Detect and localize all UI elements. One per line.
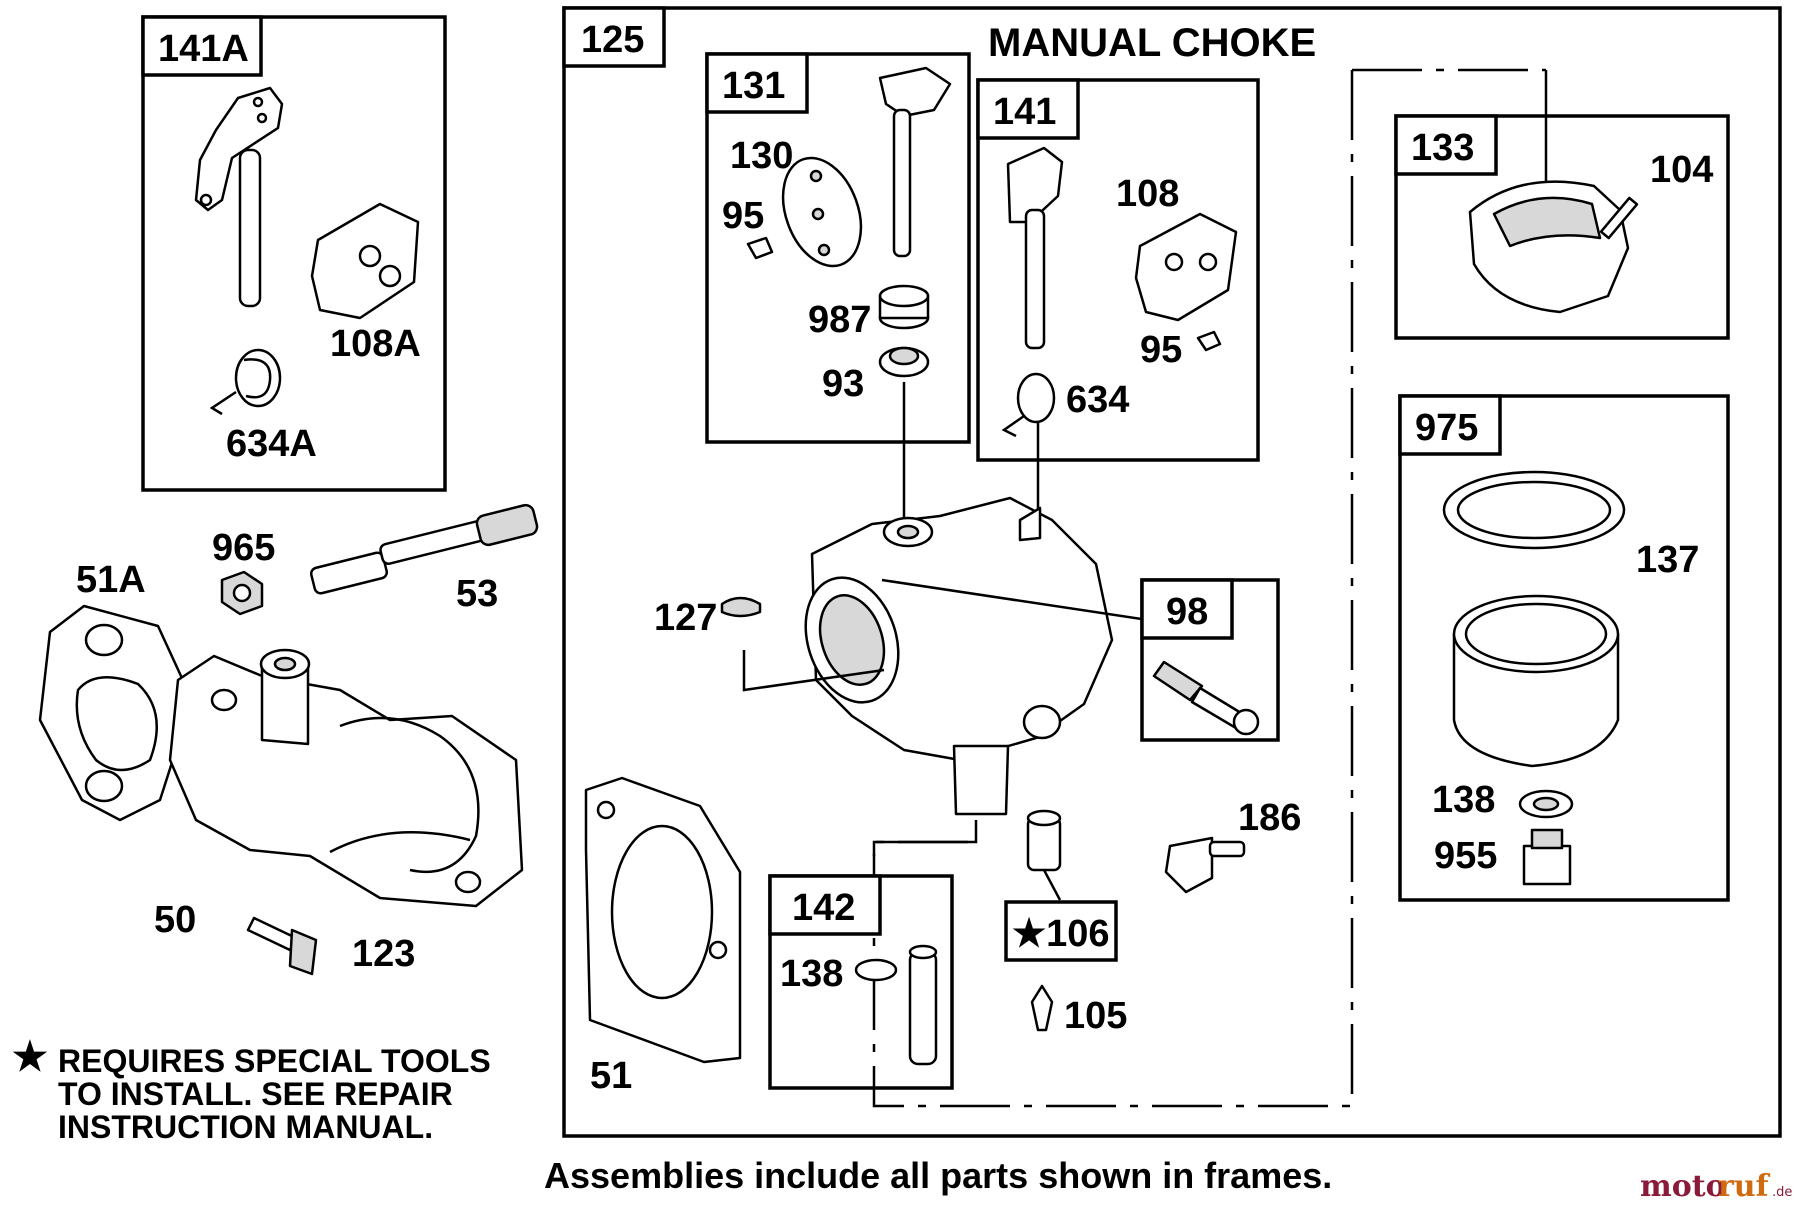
frame-label-133: 133 [1411,127,1474,169]
bushing-part [878,284,930,330]
seal-part [878,346,930,378]
part-label-987: 987 [808,299,871,341]
intake-parts: 965 53 51A 50 [38,503,539,976]
spring-part [209,348,282,416]
diagram-title: MANUAL CHOKE [988,21,1316,65]
frame-label-141: 141 [993,91,1056,133]
part-label-137: 137 [1636,539,1699,581]
part-label-634: 634 [1066,379,1129,421]
intake-elbow-part [168,648,524,908]
part-label-127: 127 [654,597,717,639]
watermark-part-1: moto [1640,1169,1726,1204]
part-label-108A: 108A [330,323,421,365]
frame-131: 131 130 95 987 93 [705,52,971,444]
gasket-51-part [584,776,742,1064]
choke-plate-108-part [1134,212,1238,322]
part-label-186: 186 [1238,797,1301,839]
frame-label-106: ★106 [1012,913,1109,955]
frame-label-141A: 141A [158,28,249,70]
choke-lever-part [194,86,284,308]
part-label-138-b: 138 [780,953,843,995]
special-tools-note: ★ REQUIRES SPECIAL TOOLS TO INSTALL. SEE… [12,1035,491,1145]
part-label-51A: 51A [76,559,146,601]
note-line-1: REQUIRES SPECIAL TOOLS [58,1043,491,1079]
throttle-shaft-part [878,66,952,118]
needle-105-part [1030,984,1054,1032]
frame-141A: 141A 108A 634A [141,15,447,492]
note-line-2: TO INSTALL. SEE REPAIR [58,1076,453,1112]
part-label-95-b: 95 [1140,329,1182,371]
elbow-fitting-part [1164,836,1246,894]
part-label-108: 108 [1116,173,1179,215]
part-label-95-a: 95 [722,195,764,237]
part-label-51: 51 [590,1055,632,1097]
nozzle-106-part [1026,809,1062,872]
watermark-logo: moto ruf .de [1640,1169,1792,1204]
carburetor-body-part [804,496,1114,816]
welch-plug-part [720,596,762,618]
part-label-123: 123 [352,933,415,975]
frame-125: 125 MANUAL CHOKE 131 130 95 987 93 [562,6,1782,1138]
part-label-130: 130 [730,135,793,177]
float-bowl-part [1452,594,1620,768]
frame-label-975: 975 [1415,407,1478,449]
part-label-104: 104 [1650,149,1713,191]
bowl-nut-part [1522,828,1572,886]
main-jet-part [908,944,938,1066]
frame-98: 98 [1140,578,1280,742]
frame-label-131: 131 [722,65,785,107]
part-label-138-a: 138 [1432,779,1495,821]
part-label-105: 105 [1064,995,1127,1037]
part-label-93: 93 [822,363,864,405]
note-line-3: INSTRUCTION MANUAL. [58,1109,433,1145]
frame-106: ★106 [1004,900,1118,962]
screw-123-part [246,916,318,976]
gasket-51A-part [38,604,194,822]
stud-part [309,503,539,595]
footer-caption: Assemblies include all parts shown in fr… [544,1155,1332,1196]
frame-label-125: 125 [581,19,644,61]
watermark-part-3: .de [1772,1185,1792,1200]
spring-634-part [1001,372,1056,438]
part-label-50: 50 [154,899,196,941]
frame-975: 975 137 138 955 [1398,394,1730,902]
part-label-955: 955 [1434,835,1497,877]
part-label-53: 53 [456,573,498,615]
part-label-634A: 634A [226,423,317,465]
idle-screw-part [1152,660,1260,736]
star-icon: ★ [12,1035,48,1079]
frame-141: 141 108 95 634 [976,78,1260,462]
frame-142: 142 138 [768,874,954,1090]
frame-label-142: 142 [792,887,855,929]
frame-label-98: 98 [1166,591,1208,633]
watermark-part-2: ruf [1718,1169,1771,1204]
part-label-965: 965 [212,527,275,569]
frame-133: 133 104 [1394,114,1730,340]
choke-shaft-part [1006,146,1064,224]
